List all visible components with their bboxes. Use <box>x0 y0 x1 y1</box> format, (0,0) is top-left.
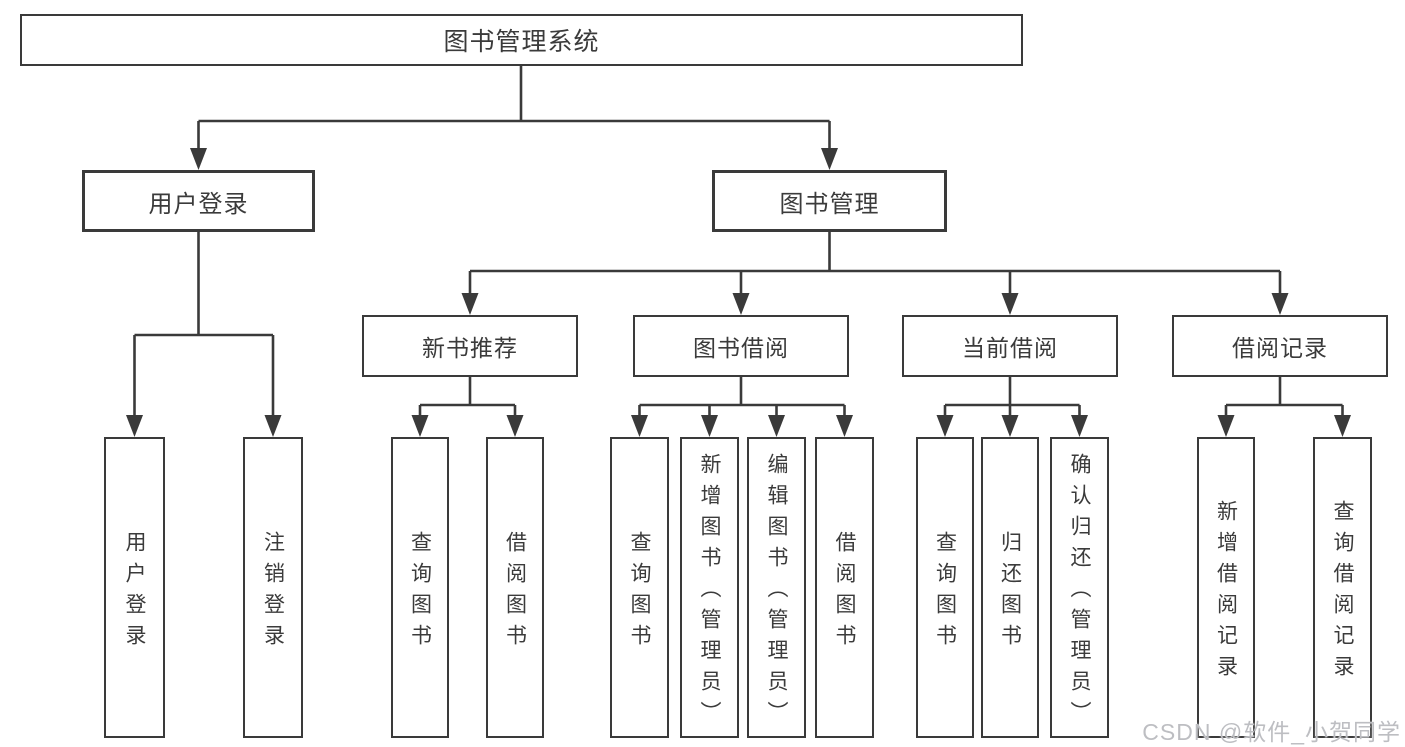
leaf-cb-return-books: 归还图书 <box>981 437 1039 738</box>
leaf-bb-borrow-books: 借阅图书 <box>815 437 874 738</box>
leaf-nbr-borrow-books-label: 借阅图书 <box>503 530 527 655</box>
leaf-nbr-borrow-books: 借阅图书 <box>486 437 544 738</box>
leaf-logout-label: 注销登录 <box>261 530 285 655</box>
leaf-br-query-record-label: 查询借阅记录 <box>1331 499 1354 686</box>
leaf-br-query-record: 查询借阅记录 <box>1313 437 1372 738</box>
leaf-bb-edit-books-admin: 编辑图书（管理员） <box>747 437 806 738</box>
leaf-cb-return-books-label: 归还图书 <box>998 530 1022 655</box>
leaf-user-login-label: 用户登录 <box>123 530 146 655</box>
leaf-bb-query-books-label: 查询图书 <box>628 530 651 655</box>
node-borrow-records: 借阅记录 <box>1172 315 1388 377</box>
leaf-bb-edit-books-admin-label: 编辑图书（管理员） <box>765 453 788 732</box>
node-book-management: 图书管理 <box>712 170 947 232</box>
node-root-system: 图书管理系统 <box>20 14 1023 66</box>
leaf-nbr-query-books: 查询图书 <box>391 437 449 738</box>
leaf-user-login: 用户登录 <box>104 437 165 738</box>
node-user-login: 用户登录 <box>82 170 315 232</box>
leaf-cb-query-books: 查询图书 <box>916 437 974 738</box>
leaf-bb-add-books-admin-label: 新增图书（管理员） <box>698 453 721 732</box>
leaf-bb-query-books: 查询图书 <box>610 437 669 738</box>
leaf-logout: 注销登录 <box>243 437 303 738</box>
leaf-br-add-record-label: 新增借阅记录 <box>1214 499 1238 686</box>
node-new-book-recommend: 新书推荐 <box>362 315 578 377</box>
leaf-cb-query-books-label: 查询图书 <box>933 530 957 655</box>
leaf-cb-confirm-return-admin: 确认归还（管理员） <box>1050 437 1109 738</box>
leaf-bb-borrow-books-label: 借阅图书 <box>833 530 856 655</box>
node-current-borrow: 当前借阅 <box>902 315 1118 377</box>
node-book-borrow: 图书借阅 <box>633 315 849 377</box>
csdn-watermark: CSDN @软件_小贺同学 <box>1142 719 1401 745</box>
leaf-bb-add-books-admin: 新增图书（管理员） <box>680 437 739 738</box>
leaf-br-add-record: 新增借阅记录 <box>1197 437 1255 738</box>
leaf-cb-confirm-return-admin-label: 确认归还（管理员） <box>1068 453 1091 732</box>
leaf-nbr-query-books-label: 查询图书 <box>408 530 432 655</box>
